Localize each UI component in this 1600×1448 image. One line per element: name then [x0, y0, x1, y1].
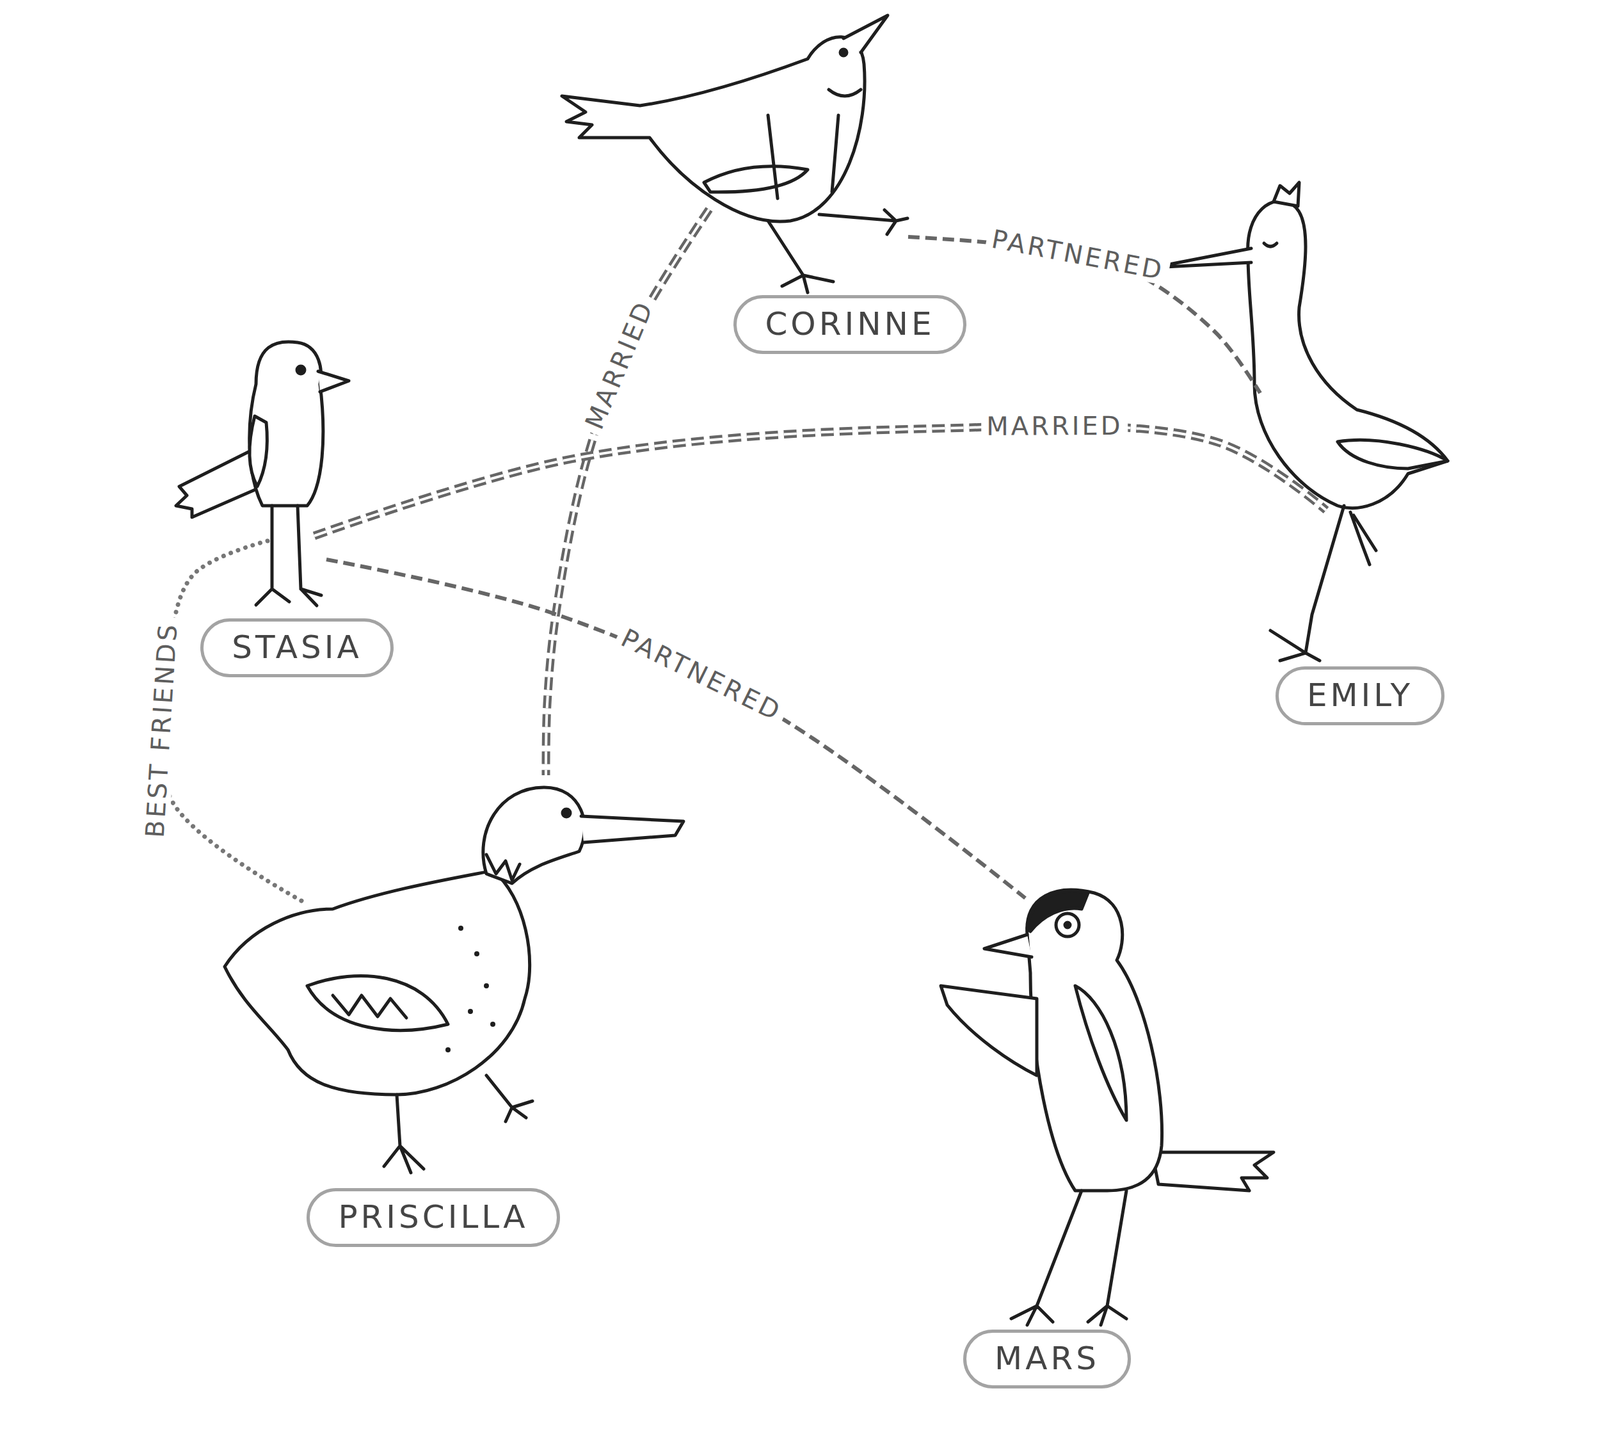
bird-wing — [249, 416, 267, 487]
edge-label-patch: PARTNERED — [612, 620, 792, 729]
bird-beak — [318, 371, 349, 392]
bird-name: CORINNE — [764, 305, 935, 344]
edge-label-patch: BEST FRIENDS — [140, 616, 183, 844]
corinne-bird — [561, 15, 908, 293]
edge-label-patch: PARTNERED — [984, 223, 1172, 286]
name-pill: EMILY — [1275, 666, 1445, 726]
bird-node: CORINNE — [550, 9, 969, 368]
duck-wing — [307, 975, 448, 1030]
duck-dots — [445, 925, 496, 1053]
bird-body — [249, 341, 324, 506]
name-pill: PRISCILLA — [306, 1187, 560, 1247]
edge-label: BEST FRIENDS — [140, 621, 182, 839]
edge-label-patch: MARRIED — [577, 291, 661, 438]
bird-node: PRISCILLA — [211, 774, 692, 1255]
relationship-connector — [160, 540, 306, 904]
bird-tail — [1152, 1152, 1274, 1191]
relationship-connector — [545, 209, 710, 776]
duck-beak — [581, 816, 684, 843]
duck-dot — [490, 1021, 496, 1027]
bird-legs — [768, 209, 908, 293]
bird-crest — [1273, 182, 1300, 207]
connector-line — [545, 209, 710, 776]
bird-name: PRISCILLA — [337, 1198, 528, 1236]
bird-body — [561, 37, 865, 222]
connector-line — [314, 425, 1327, 536]
bird-name: MARS — [994, 1340, 1100, 1378]
bird-name: EMILY — [1306, 677, 1414, 715]
bird-wing — [940, 985, 1037, 1076]
bird-node: MARS — [928, 876, 1287, 1402]
bird-eye — [1264, 243, 1277, 247]
relationship-connector — [314, 425, 1327, 536]
duck-legs — [384, 1075, 533, 1173]
bird-eye — [296, 366, 305, 374]
bird-collar — [768, 89, 861, 199]
bird-wing — [1075, 985, 1127, 1120]
bird-wing — [704, 166, 808, 192]
bird-node: EMILY — [1139, 179, 1472, 736]
bird-eye — [840, 49, 847, 56]
duck-collar — [486, 854, 520, 880]
bird-node: STASIA — [163, 332, 407, 685]
connector-gap — [314, 425, 1327, 536]
duck-dot — [483, 983, 489, 989]
relationship-connector — [326, 559, 1026, 898]
name-pill: MARS — [963, 1329, 1131, 1389]
duck-body — [224, 870, 530, 1095]
edge-label: PARTNERED — [616, 623, 787, 726]
duck-wing-scallop — [332, 995, 407, 1018]
mars-bird — [940, 889, 1274, 1325]
bird-name: STASIA — [231, 629, 362, 667]
name-pill: CORINNE — [733, 295, 966, 354]
duck-eye — [562, 808, 571, 817]
bird-wing — [1337, 439, 1448, 469]
connector-gap — [545, 209, 710, 776]
connector-line — [326, 559, 1026, 898]
duck-dot — [445, 1047, 451, 1053]
edge-label: PARTNERED — [989, 224, 1167, 285]
duck-head — [483, 787, 585, 884]
bird-eye — [1064, 922, 1071, 928]
connector-line — [160, 540, 306, 904]
edge-label: MARRIED — [986, 411, 1123, 441]
bird-body — [1248, 200, 1448, 509]
duck-dot — [458, 925, 464, 931]
name-pill: STASIA — [200, 618, 393, 678]
edge-label-patch: MARRIED — [981, 411, 1128, 441]
bird-body — [1027, 889, 1163, 1191]
bird-glasses — [1056, 913, 1080, 937]
edge-label: MARRIED — [579, 296, 659, 434]
bird-beak — [843, 15, 888, 53]
bird-legs — [1270, 505, 1376, 661]
duck-dot — [467, 1008, 473, 1014]
emily-bird — [1152, 182, 1448, 661]
duck-dot — [474, 951, 480, 957]
bird-beak — [984, 934, 1032, 957]
bird-legs — [256, 505, 322, 606]
bird-legs — [1011, 1190, 1127, 1325]
priscilla-duck — [224, 787, 684, 1173]
